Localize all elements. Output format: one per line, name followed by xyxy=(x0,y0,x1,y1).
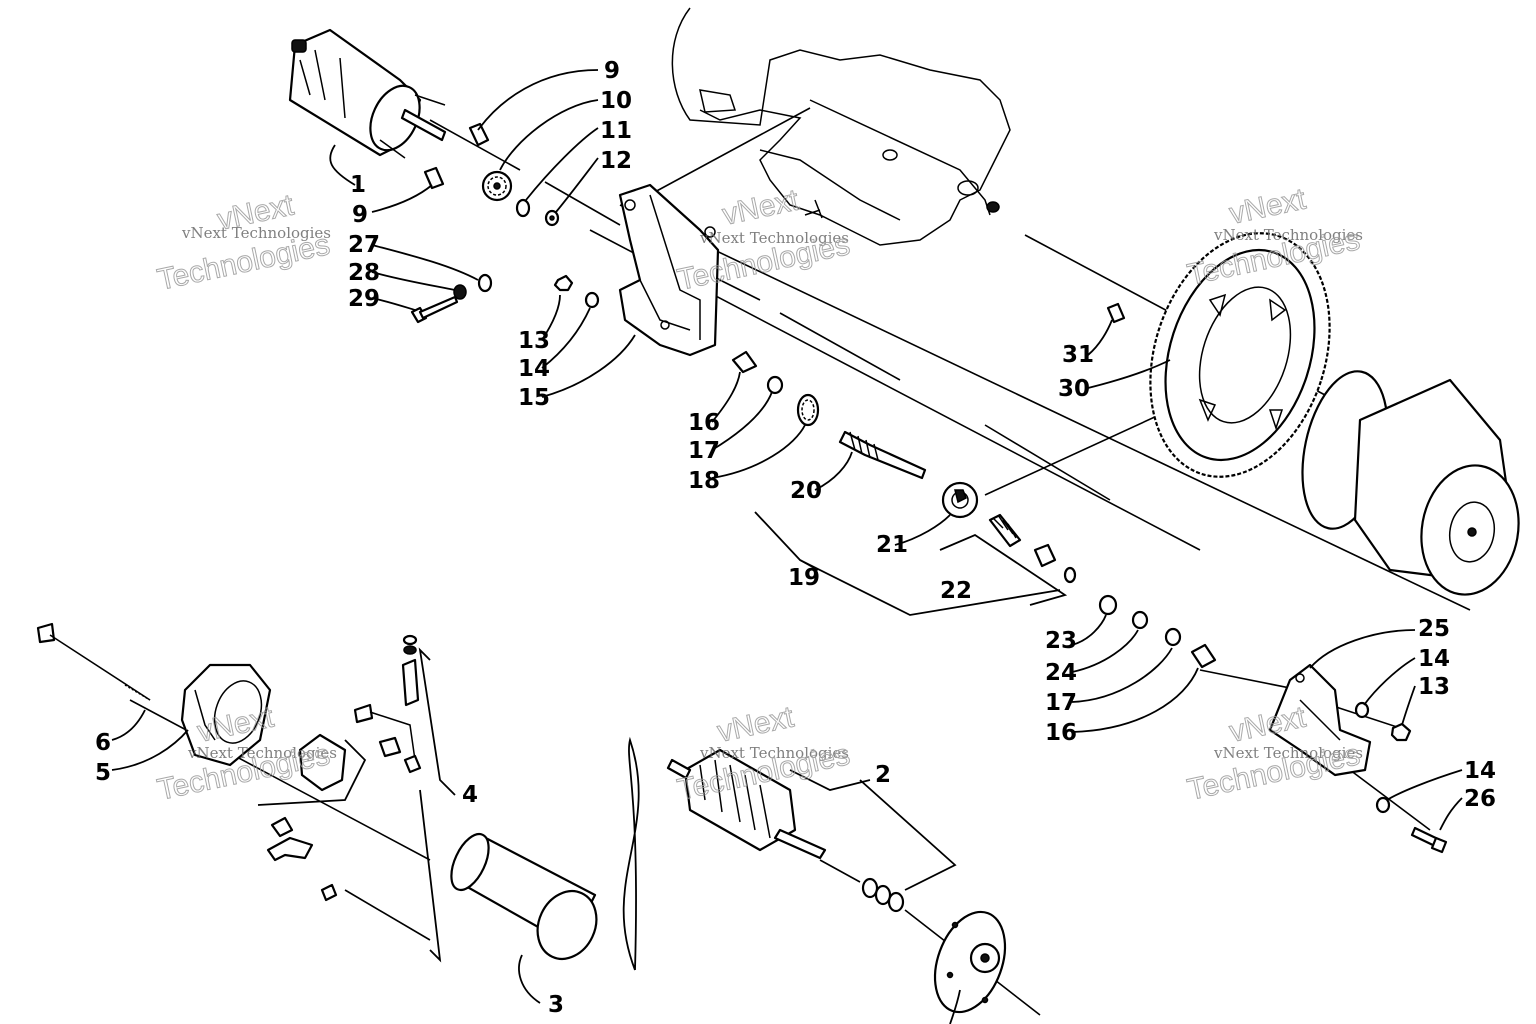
callout-21: 21 xyxy=(876,532,908,558)
watermark-text: vNext Technologies xyxy=(181,224,331,242)
bushing-9-upper xyxy=(468,122,490,147)
callout-10: 10 xyxy=(600,88,632,114)
brush-spring-set xyxy=(266,816,338,902)
callout-5: 5 xyxy=(95,760,111,786)
lockwasher-28 xyxy=(453,284,467,300)
bolt-29 xyxy=(410,295,459,324)
callout-18: 18 xyxy=(688,468,720,494)
through-bolt-6 xyxy=(36,622,151,701)
washer-17-upper xyxy=(766,375,784,395)
callout-14-right: 14 xyxy=(1418,646,1450,672)
flywheel-drum xyxy=(1301,370,1520,596)
callout-30: 30 xyxy=(1058,376,1090,402)
watermark-text: vNext Technologies xyxy=(699,744,849,762)
callout-31: 31 xyxy=(1062,342,1094,368)
watermark-text: vNext Technologies xyxy=(1213,226,1363,244)
callout-26: 26 xyxy=(1464,786,1496,812)
callout-6: 6 xyxy=(95,730,111,756)
screw-31 xyxy=(1106,302,1126,324)
drive-shaft-20 xyxy=(838,430,927,480)
washer-27 xyxy=(477,273,493,293)
ring-gear-30 xyxy=(1149,232,1331,478)
nut-13-upper xyxy=(553,274,574,292)
callout-20: 20 xyxy=(790,478,822,504)
drive-end-plate xyxy=(933,910,1007,1014)
callout-13-right: 13 xyxy=(1418,674,1450,700)
callout-4: 4 xyxy=(462,782,478,808)
callout-17-upper: 17 xyxy=(688,438,720,464)
washer-14-lower xyxy=(1375,796,1391,814)
callout-14-lower: 14 xyxy=(1464,758,1496,784)
washer-12 xyxy=(544,209,560,227)
callout-27: 27 xyxy=(348,232,380,258)
callout-12: 12 xyxy=(600,148,632,174)
callout-14-left: 14 xyxy=(518,356,550,382)
callout-11: 11 xyxy=(600,118,632,144)
spring-22 xyxy=(988,513,1022,548)
end-housing-25 xyxy=(1268,663,1372,777)
watermark-text: vNext Technologies xyxy=(187,744,337,762)
washer-14-upper xyxy=(584,291,600,309)
watermark-vnext: vNext xyxy=(1227,182,1310,230)
starter-motor xyxy=(288,28,447,159)
leader-lines xyxy=(111,69,1463,1024)
nut-13-right xyxy=(1390,722,1412,742)
engine-block xyxy=(671,7,1011,246)
drive-clutch-21 xyxy=(941,481,979,519)
callout-23: 23 xyxy=(1045,628,1077,654)
watermarks: vNext vNext Technologies Technologies vN… xyxy=(154,182,1363,807)
watermark-vnext: vNext xyxy=(720,183,803,231)
callout-16-lower: 16 xyxy=(1045,720,1077,746)
callout-16-upper: 16 xyxy=(688,410,720,436)
field-housing-3 xyxy=(450,832,598,960)
washer-23 xyxy=(1098,594,1118,616)
gear-18 xyxy=(796,393,820,427)
callout-labels: 1 2 3 4 5 6 9 9 10 11 12 13 13 14 14 14 … xyxy=(95,58,1496,1018)
washer-24 xyxy=(1131,610,1149,630)
callout-1: 1 xyxy=(350,172,366,198)
watermark-text: vNext Technologies xyxy=(1213,744,1363,762)
callout-25: 25 xyxy=(1418,616,1450,642)
callout-13-left: 13 xyxy=(518,328,550,354)
armature-2 xyxy=(666,748,827,860)
callout-2: 2 xyxy=(875,762,891,788)
callout-29: 29 xyxy=(348,286,380,312)
callout-9-top: 9 xyxy=(604,58,620,84)
pinion-gear-10 xyxy=(481,170,513,202)
brush-holder-4 xyxy=(298,634,422,792)
callout-28: 28 xyxy=(348,260,380,286)
washer-11 xyxy=(515,198,531,218)
callout-19: 19 xyxy=(788,565,820,591)
callout-15: 15 xyxy=(518,385,550,411)
callout-22: 22 xyxy=(940,578,972,604)
watermark-text: vNext Technologies xyxy=(699,229,849,247)
callout-24: 24 xyxy=(1045,660,1077,686)
collar-22 xyxy=(1033,543,1057,568)
bolt-26 xyxy=(1410,826,1448,854)
clip-22 xyxy=(1063,566,1077,584)
washer-17-lower xyxy=(1164,627,1182,647)
washer-14-right xyxy=(1354,701,1370,719)
bushing-9-lower xyxy=(423,166,445,190)
callout-9-bottom: 9 xyxy=(352,202,368,228)
mounting-bracket-15 xyxy=(618,183,720,357)
callout-17-lower: 17 xyxy=(1045,690,1077,716)
watermark-vnext: vNext xyxy=(715,700,798,748)
washer-stack-2 xyxy=(861,877,905,913)
callout-3: 3 xyxy=(548,992,564,1018)
bushing-16-upper xyxy=(731,350,758,374)
bushing-16-lower xyxy=(1190,643,1217,669)
